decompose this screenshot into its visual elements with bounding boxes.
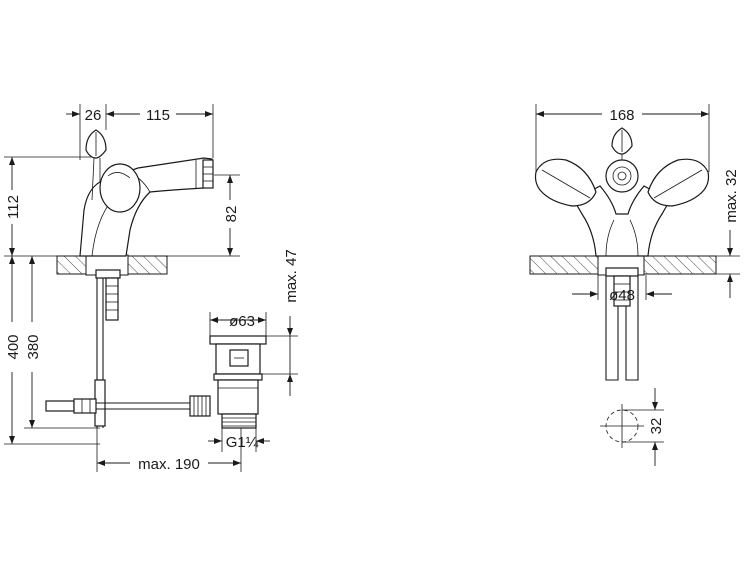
dim-max190-label: max. 190: [138, 456, 200, 473]
dimension-d63: ø63: [209, 312, 267, 336]
dimension-max-47: max. 47: [262, 249, 300, 396]
dimension-112: 112: [4, 156, 92, 257]
front-drain-hole: [600, 404, 644, 448]
dim-400-label: 400: [5, 334, 22, 359]
dimension-max-32-front: max. 32: [716, 169, 740, 298]
dim-32-label: 32: [648, 418, 665, 435]
dim-26-label: 26: [85, 107, 102, 124]
dimension-82: 82: [167, 174, 240, 257]
side-faucet-body: [79, 129, 214, 257]
dimension-115: 115: [106, 104, 214, 158]
dimension-32: 32: [622, 388, 665, 466]
dimension-168: 168: [535, 104, 710, 172]
dimension-d48: ø48: [572, 275, 672, 304]
dim-82-label: 82: [223, 206, 240, 223]
side-popup-rod: [45, 398, 200, 414]
side-waste-fitting: [189, 335, 267, 429]
dim-max32-label: max. 32: [723, 169, 740, 222]
dim-max47-label: max. 47: [283, 249, 300, 302]
front-shank: [605, 267, 639, 381]
dimension-g114: G1¼: [208, 428, 270, 452]
dim-d63-label: ø63: [229, 313, 255, 330]
side-shank: [94, 269, 121, 428]
side-view: 26 115 112 82: [4, 104, 300, 473]
dimension-max-190: max. 190: [96, 428, 242, 473]
front-view: 168 max. 32 ø48: [529, 104, 740, 466]
dim-168-label: 168: [609, 107, 634, 124]
dim-d48-label: ø48: [609, 287, 635, 304]
dimension-380: 380: [24, 256, 100, 429]
dimension-400: 400: [4, 256, 100, 445]
dim-115-label: 115: [146, 107, 170, 124]
dim-380-label: 380: [25, 334, 42, 359]
dimension-26: 26: [66, 104, 114, 160]
dim-112-label: 112: [5, 195, 22, 219]
dim-g114-label: G1¼: [226, 434, 259, 451]
front-faucet-body: [534, 127, 710, 257]
